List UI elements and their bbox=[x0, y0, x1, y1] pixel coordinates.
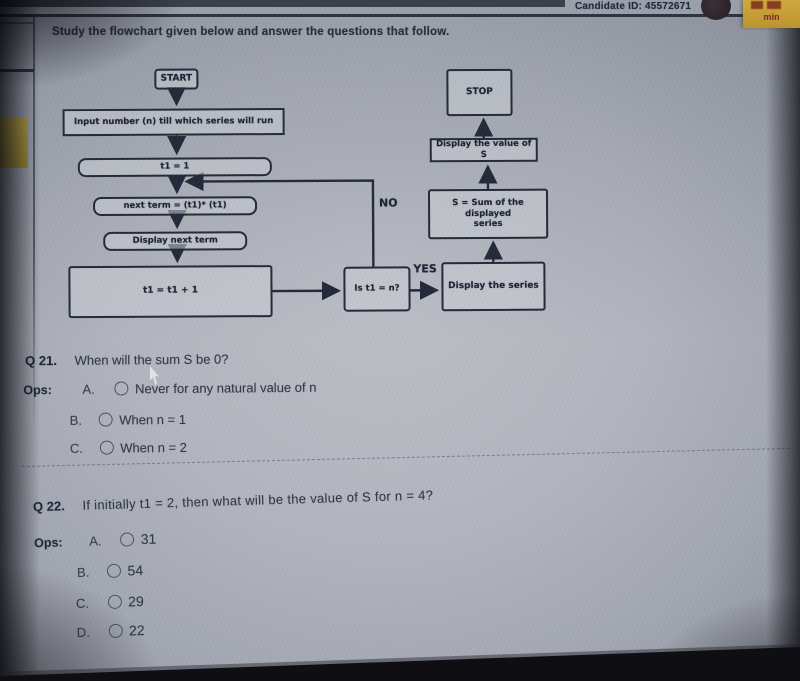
top-bar-divider bbox=[0, 14, 800, 17]
option-letter: A. bbox=[82, 381, 95, 397]
radio-q21-b[interactable] bbox=[98, 412, 113, 427]
ops-label: Ops: bbox=[23, 383, 52, 398]
radio-q22-c[interactable] bbox=[107, 594, 122, 610]
node-stop: STOP bbox=[446, 68, 513, 117]
radio-q22-b[interactable] bbox=[106, 563, 122, 579]
question-21-header: Q 21. When will the sum S be 0? bbox=[25, 352, 228, 369]
candidate-id-label: Candidate ID: 45572671 bbox=[575, 1, 692, 12]
option-row: Ops: A. 31 bbox=[34, 531, 157, 551]
option-label: 31 bbox=[140, 530, 157, 548]
top-bar-shadow bbox=[0, 0, 565, 7]
option-label: Never for any natural value of n bbox=[134, 379, 317, 397]
node-display-s: Display the value of S bbox=[429, 137, 538, 163]
question-text: When will the sum S be 0? bbox=[74, 351, 229, 368]
node-init: t1 = 1 bbox=[77, 157, 272, 178]
left-strip-line bbox=[0, 22, 33, 24]
ops-label: Ops: bbox=[33, 535, 63, 551]
option-label: 54 bbox=[127, 562, 144, 579]
radio-q21-c[interactable] bbox=[99, 440, 114, 455]
node-display-next-term: Display next term bbox=[103, 231, 248, 251]
question-number: Q 22. bbox=[32, 498, 66, 515]
option-letter: A. bbox=[88, 533, 102, 549]
option-row: Ops: A. Never for any natural value of n bbox=[23, 380, 316, 398]
timer-panel: min bbox=[743, 0, 800, 28]
option-letter: D. bbox=[76, 624, 91, 640]
option-letter: B. bbox=[69, 412, 83, 428]
timer-unit-label: min bbox=[763, 12, 780, 22]
node-display-series: Display the series bbox=[441, 261, 546, 312]
flowchart: START Input number (n) till which series… bbox=[0, 58, 581, 333]
question-number: Q 21. bbox=[25, 353, 57, 369]
option-letter: B. bbox=[76, 564, 90, 580]
question-text: If initially t1 = 2, then what will be t… bbox=[82, 487, 434, 513]
option-row: B. 54 bbox=[77, 562, 144, 580]
option-row: B. When n = 1 bbox=[70, 412, 187, 428]
node-sum-line1: S = Sum of the displayed bbox=[452, 197, 524, 219]
option-row: C. When n = 2 bbox=[70, 440, 187, 456]
radio-q22-a[interactable] bbox=[119, 532, 135, 547]
node-sum: S = Sum of the displayed series bbox=[427, 188, 549, 240]
vignette-right bbox=[766, 0, 800, 681]
option-label: When n = 2 bbox=[120, 439, 188, 456]
option-label: 22 bbox=[128, 621, 145, 639]
timer-digits-cutoff bbox=[751, 1, 791, 9]
node-start: START bbox=[154, 68, 199, 90]
radio-q22-d[interactable] bbox=[108, 623, 123, 639]
node-sum-line2: series bbox=[473, 219, 503, 230]
option-label: When n = 1 bbox=[119, 411, 187, 428]
camera-dot-icon bbox=[701, 0, 731, 20]
option-row: D. 22 bbox=[77, 622, 145, 640]
node-next-term: next term = (t1)* (t1) bbox=[93, 196, 258, 217]
option-label: 29 bbox=[127, 593, 144, 610]
option-letter: C. bbox=[69, 440, 83, 456]
option-row: C. 29 bbox=[76, 593, 144, 611]
node-input: Input number (n) till which series will … bbox=[62, 108, 285, 137]
option-letter: C. bbox=[75, 595, 90, 612]
branch-label-yes: YES bbox=[413, 262, 437, 276]
radio-q21-a[interactable] bbox=[114, 381, 129, 396]
branch-label-no: NO bbox=[379, 196, 398, 210]
instruction-text: Study the flowchart given below and answ… bbox=[52, 26, 450, 38]
question-22-header: Q 22. If initially t1 = 2, then what wil… bbox=[33, 487, 434, 514]
node-increment: t1 = t1 + 1 bbox=[68, 265, 273, 319]
node-decision: Is t1 = n? bbox=[343, 266, 411, 312]
